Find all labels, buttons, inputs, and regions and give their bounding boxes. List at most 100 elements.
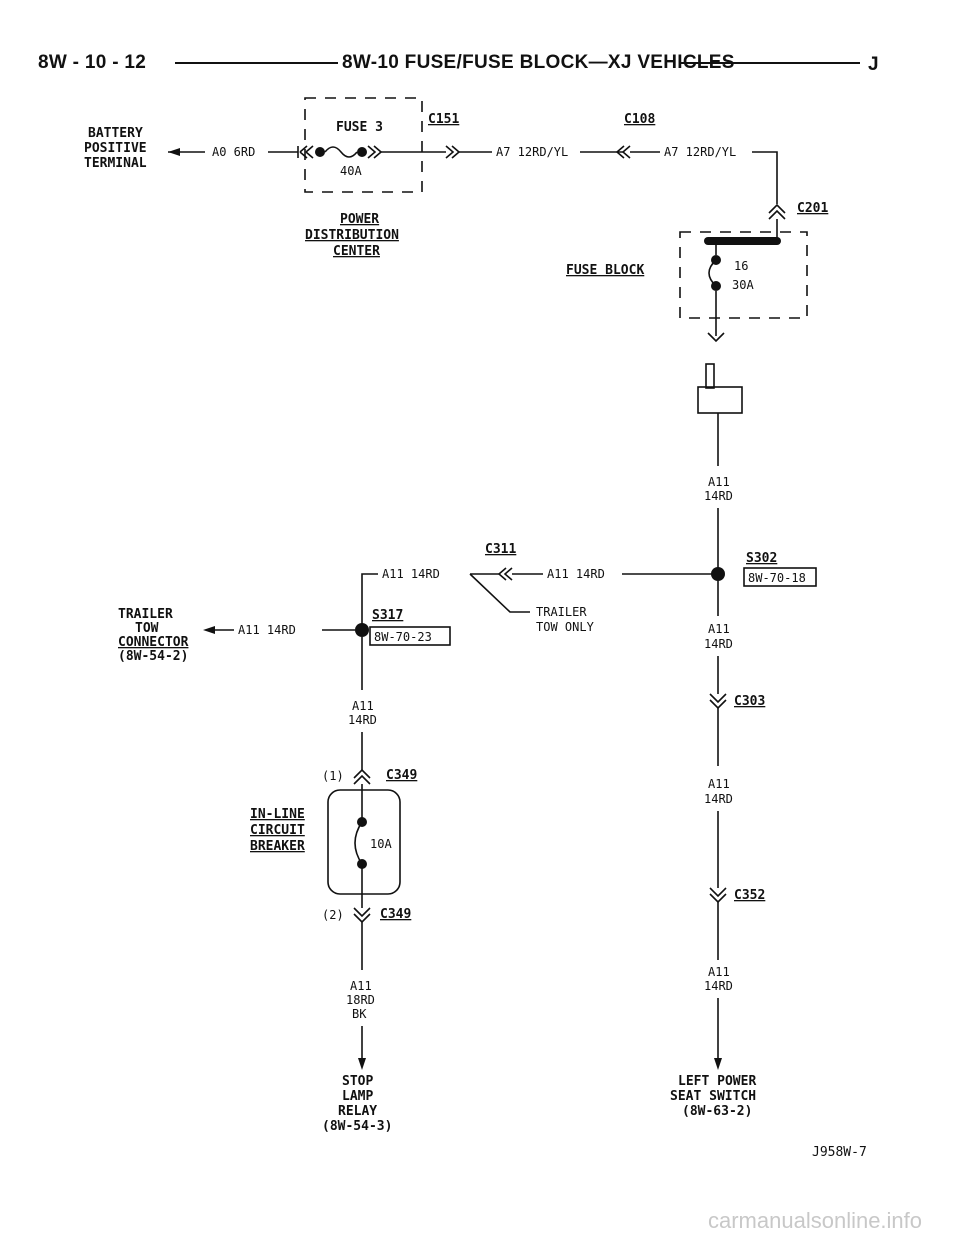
stop-lamp-line-1: STOP: [342, 1074, 373, 1089]
breaker-element-icon: [354, 821, 363, 865]
wire-a11-top-l1: A11: [708, 475, 730, 489]
fuse-block-label: FUSE BLOCK: [566, 263, 644, 278]
connector-c311-label: C311: [485, 542, 516, 557]
pdc-name: POWER DISTRIBUTION CENTER: [305, 212, 399, 259]
pdc-line-1: POWER: [340, 212, 379, 227]
wire-a11-bottom-l1: A11: [350, 979, 372, 993]
fuse-block-box: [679, 231, 808, 319]
stop-lamp-arrow-icon: [358, 1058, 366, 1070]
seat-switch-line-3: (8W-63-2): [682, 1104, 752, 1119]
c352-connector-icon: [709, 887, 727, 904]
seat-switch-arrow-icon: [714, 1058, 722, 1070]
fuse-terminal-left: [315, 147, 325, 157]
connector-c201-label: C201: [797, 201, 828, 216]
stop-lamp-line-4: (8W-54-3): [322, 1119, 392, 1134]
fuse-terminal-right: [357, 147, 367, 157]
battery-line-1: BATTERY: [88, 126, 143, 141]
connector-c352-label: C352: [734, 888, 765, 903]
c201-connector-icon: [768, 203, 786, 220]
splice-s317-ref-box: [369, 626, 451, 646]
pdc-line-3: CENTER: [333, 244, 380, 259]
fuse16-rating: 30A: [732, 278, 754, 292]
section-letter: J: [868, 54, 879, 75]
wire-a11-s302-l2: 14RD: [704, 637, 733, 651]
fuse-block-connector-icon: [707, 332, 725, 343]
trailer-note-line-2: TOW ONLY: [536, 620, 595, 634]
wire-a11-s317-l1: A11: [352, 699, 374, 713]
connector-c303-label: C303: [734, 694, 765, 709]
trailer-connector-line-3: CONNECTOR: [118, 635, 189, 650]
wire-c311-right-label: A11 14RD: [547, 567, 605, 581]
fuse16-terminal-bottom: [711, 281, 721, 291]
connector-c349-bottom-label: C349: [380, 907, 411, 922]
watermark: carmanualsonline.info: [708, 1208, 922, 1233]
stop-lamp-line-3: RELAY: [338, 1104, 377, 1119]
trailer-connector-line-2: TOW: [135, 621, 159, 636]
pdc-box: [304, 97, 423, 193]
c349-pin-2: (2): [322, 908, 344, 922]
plug-tab-icon: [705, 363, 715, 389]
wire-a11-bottom-l3: BK: [352, 1007, 367, 1021]
trailer-arrow-icon: [203, 626, 215, 634]
battery-terminal-label: BATTERY POSITIVE TERMINAL: [84, 126, 147, 171]
c349-bottom-connector-icon: [353, 907, 371, 924]
wire-a0-label: A0 6RD: [212, 145, 255, 159]
pdc-line-2: DISTRIBUTION: [305, 228, 399, 243]
page-header: 8W - 10 - 12 8W-10 FUSE/FUSE BLOCK—XJ VE…: [38, 52, 879, 75]
wire-a11-s317-l2: 14RD: [348, 713, 377, 727]
wire-a11-s302-l1: A11: [708, 622, 730, 636]
splice-s302-ref: 8W-70-18: [748, 571, 806, 585]
trailer-note-leader: [469, 573, 530, 613]
wire-a11-c303-l2: 14RD: [704, 792, 733, 806]
seat-switch-line-2: SEAT SWITCH: [670, 1089, 756, 1104]
battery-arrow-icon: [168, 148, 180, 156]
splice-s302-label: S302: [746, 551, 777, 566]
battery-line-2: POSITIVE: [84, 141, 147, 156]
connector-c151-label: C151: [428, 112, 459, 127]
trailer-note-line-1: TRAILER: [536, 605, 587, 619]
breaker-rating: 10A: [370, 837, 392, 851]
wire-c311-left-label: A11 14RD: [382, 567, 440, 581]
connector-chevron-icon: [299, 145, 314, 159]
c349-top-connector-icon: [353, 768, 371, 785]
splice-s317-dot: [355, 623, 369, 637]
plug-body-icon: [697, 386, 743, 414]
pdc-fuse-name: FUSE 3: [336, 120, 383, 135]
page-number: 8W - 10 - 12: [38, 52, 146, 73]
fuse16-number: 16: [734, 259, 748, 273]
stop-lamp-line-2: LAMP: [342, 1089, 373, 1104]
trailer-connector-line-1: TRAILER: [118, 607, 173, 622]
splice-s317-label: S317: [372, 608, 403, 623]
wire-c311-left-to-s317: [361, 573, 378, 624]
breaker-line-3: BREAKER: [250, 839, 305, 854]
splice-s302-dot: [711, 567, 725, 581]
splice-s302-ref-box: [743, 567, 817, 587]
wire-a7-left-label: A7 12RD/YL: [496, 145, 568, 159]
wire-a7-to-c201: [752, 151, 778, 204]
trailer-connector-line-4: (8W-54-2): [118, 649, 188, 664]
c108-chevron-icon: [615, 145, 631, 159]
wire-a7-right-label: A7 12RD/YL: [664, 145, 736, 159]
page-title: 8W-10 FUSE/FUSE BLOCK—XJ VEHICLES: [342, 52, 735, 73]
breaker-line-1: IN-LINE: [250, 807, 305, 822]
c311-chevron-icon: [497, 567, 513, 581]
stop-lamp-relay-label: STOP LAMP RELAY (8W-54-3): [322, 1074, 392, 1134]
wire-trailer-label: A11 14RD: [238, 623, 296, 637]
figure-id: J958W-7: [812, 1145, 867, 1160]
connector-chevron-icon: [367, 145, 383, 159]
wire-a11-top-l2: 14RD: [704, 489, 733, 503]
wire-a11-c352-l1: A11: [708, 965, 730, 979]
connector-c108-label: C108: [624, 112, 655, 127]
c349-pin-1: (1): [322, 769, 344, 783]
seat-switch-label: LEFT POWER SEAT SWITCH (8W-63-2): [670, 1074, 756, 1119]
c151-chevron-icon: [445, 145, 461, 159]
wire-a11-bottom-l2: 18RD: [346, 993, 375, 1007]
seat-switch-line-1: LEFT POWER: [678, 1074, 756, 1089]
pdc-fuse-rating: 40A: [340, 164, 362, 178]
c303-connector-icon: [709, 693, 727, 710]
battery-line-3: TERMINAL: [84, 156, 147, 171]
breaker-label: IN-LINE CIRCUIT BREAKER: [250, 807, 305, 854]
connector-c349-top-label: C349: [386, 768, 417, 783]
splice-s317-ref: 8W-70-23: [374, 630, 432, 644]
trailer-connector-label: TRAILER TOW CONNECTOR (8W-54-2): [118, 607, 189, 664]
